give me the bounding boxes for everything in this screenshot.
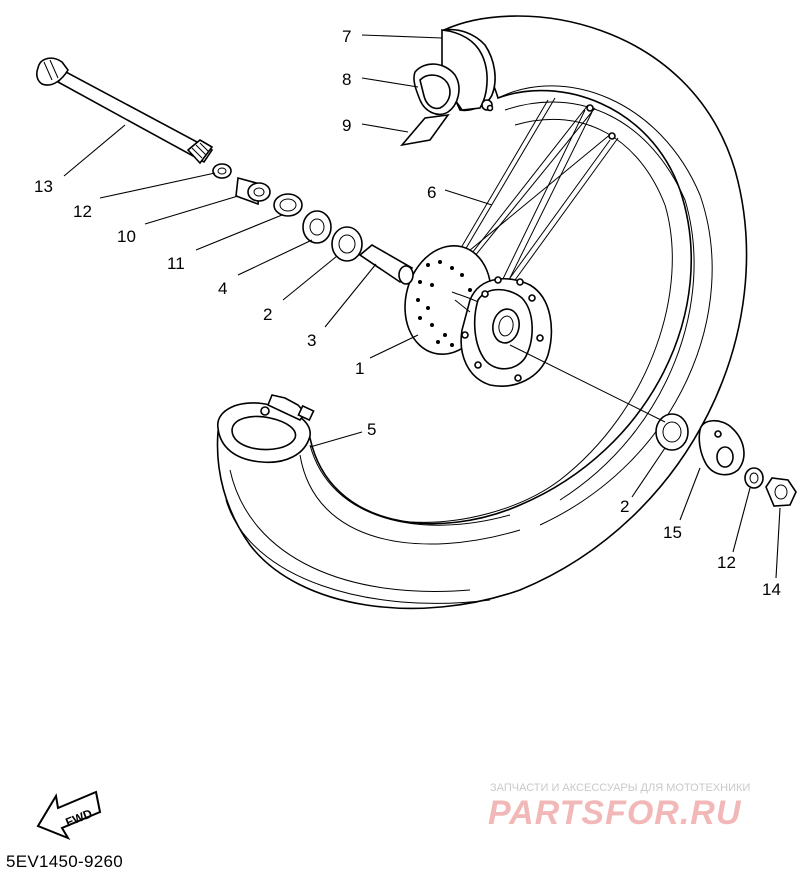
callout-5: 5 [367,420,376,439]
spokes [447,97,619,289]
leader-lines [63,34,781,579]
callout-6: 6 [427,183,436,202]
hub [404,244,553,387]
disc-holes [416,260,472,347]
tire [216,15,748,610]
callout-12-right: 12 [717,553,736,572]
bearing-gear-nut-right [655,413,797,507]
callout-9: 9 [342,116,351,135]
fwd-arrow-icon: FWD [36,790,102,841]
collar-and-bearings-left [212,163,414,285]
callout-labels: 7 8 9 6 13 12 10 11 4 2 3 1 5 2 15 12 14 [34,27,781,599]
callout-13: 13 [34,177,53,196]
callout-8: 8 [342,70,351,89]
callout-12-left: 12 [73,202,92,221]
callout-4: 4 [218,279,227,298]
diagram-code: 5EV1450-9260 [6,852,124,871]
callout-14: 14 [762,580,781,599]
callout-15: 15 [663,523,682,542]
callout-2-left: 2 [263,305,272,324]
callout-10: 10 [117,227,136,246]
callout-1: 1 [355,359,364,378]
watermark-logo: PARTSFOR.RU [488,794,742,832]
callout-2-right: 2 [620,497,629,516]
callout-3: 3 [307,331,316,350]
callout-7: 7 [342,27,351,46]
callout-11: 11 [167,254,185,273]
tube-and-rim-band [399,28,496,147]
axis-line [509,344,666,423]
axle [36,57,214,165]
watermark-tagline: ЗАПЧАСТИ И АКСЕССУАРЫ ДЛЯ МОТОТЕХНИКИ [490,782,751,794]
